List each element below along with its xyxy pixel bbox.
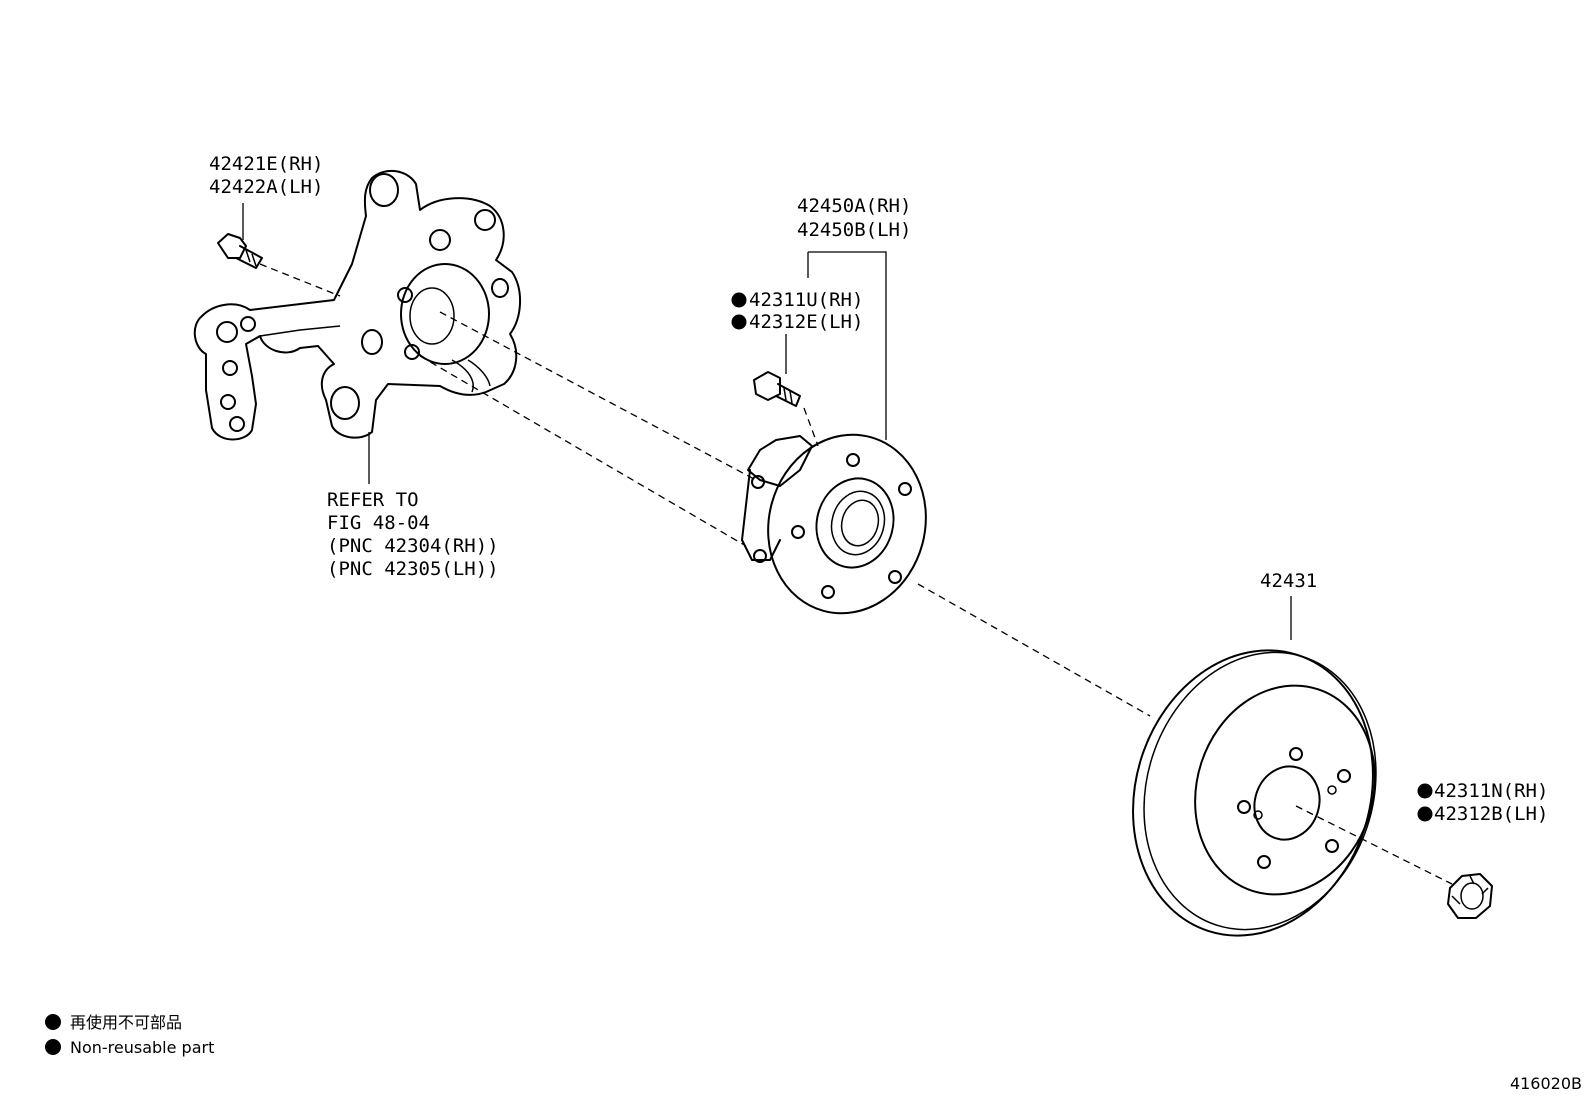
hub-bearing-assembly — [741, 433, 927, 615]
label-hub-rh: 42450A(RH) — [797, 195, 911, 217]
refer-note-line-4: (PNC 42305(LH)) — [327, 558, 499, 580]
figure-number: 416020B — [1510, 1074, 1582, 1093]
label-hub-bolt-rh: 42311U(RH) — [749, 289, 863, 311]
leader-lines — [242, 203, 1292, 640]
legend-dot-icon — [45, 1039, 61, 1055]
label-knuckle-bolt-lh: 42422A(LH) — [209, 176, 323, 198]
brake-disc — [1132, 649, 1377, 937]
hub-bolt — [753, 371, 801, 407]
legend-text-jp: 再使用不可部品 — [70, 1013, 182, 1032]
non-reusable-dot-icon — [731, 314, 747, 330]
non-reusable-dot-icon — [1417, 806, 1433, 822]
label-brake-disc: 42431 — [1260, 570, 1317, 592]
legend: 再使用不可部品 Non-reusable part — [45, 1013, 214, 1057]
label-hub-lh: 42450B(LH) — [797, 219, 911, 241]
non-reusable-dot-icon — [1417, 783, 1433, 799]
label-hub-bolt-lh: 42312E(LH) — [749, 311, 863, 333]
refer-note-line-3: (PNC 42304(RH)) — [327, 535, 499, 557]
label-hub-nut-lh: 42312B(LH) — [1434, 803, 1548, 825]
alignment-lines — [259, 263, 1453, 885]
label-hub-nut-rh: 42311N(RH) — [1434, 780, 1548, 802]
steering-knuckle — [193, 169, 522, 441]
label-knuckle-bolt-rh: 42421E(RH) — [209, 153, 323, 175]
knuckle-bolt — [217, 233, 263, 269]
non-reusable-dot-icon — [731, 292, 747, 308]
legend-dot-icon — [45, 1014, 61, 1030]
hub-nut — [1447, 873, 1493, 919]
refer-note-line-1: REFER TO — [327, 489, 419, 511]
legend-text-en: Non-reusable part — [70, 1038, 214, 1057]
refer-note-line-2: FIG 48-04 — [327, 512, 430, 534]
